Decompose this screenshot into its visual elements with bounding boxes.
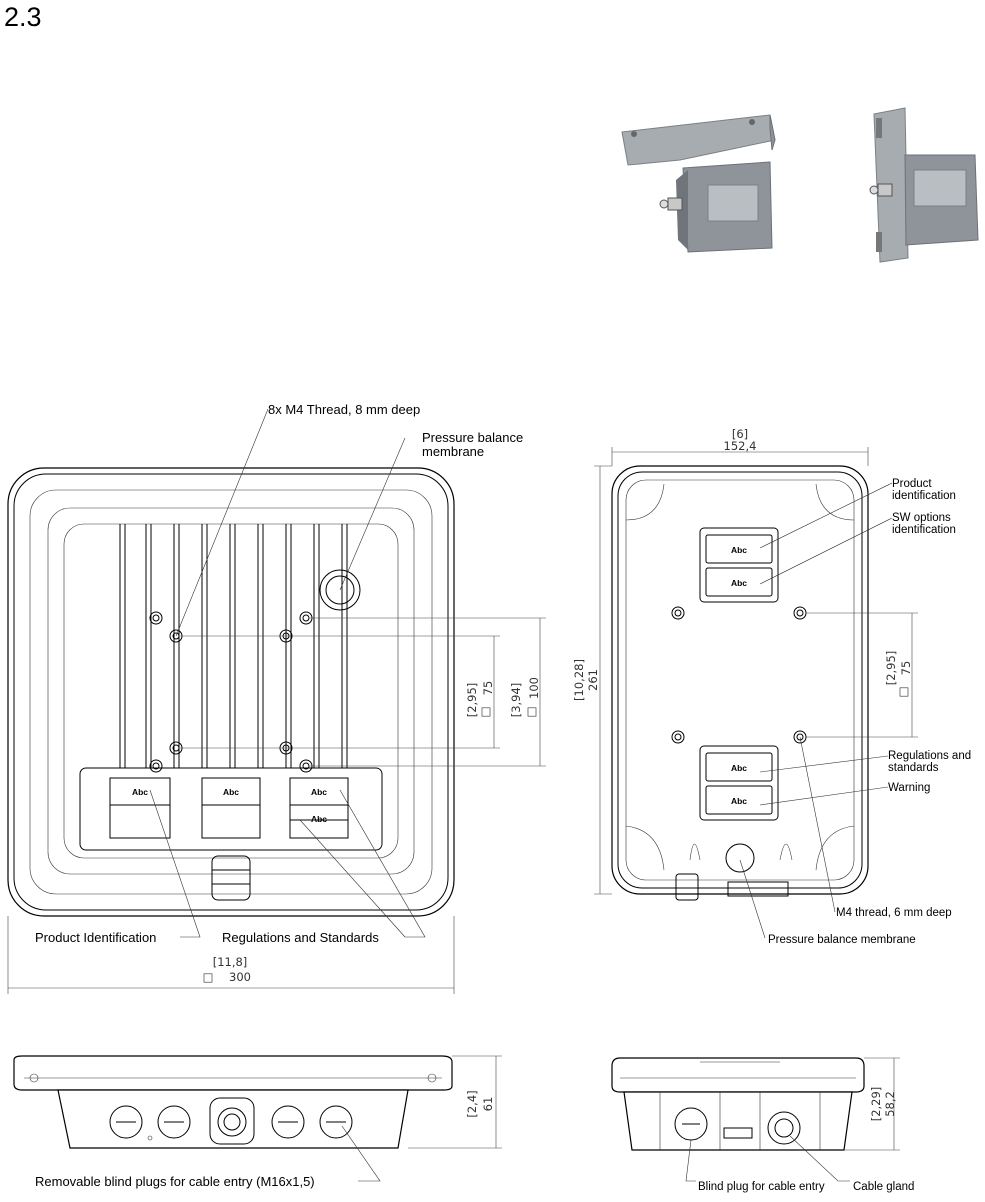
dim-bottom-height-in: [2,29] (869, 1087, 883, 1122)
plate-label: Abc (731, 796, 747, 806)
plate-label: Abc (731, 763, 747, 773)
callout-product-id-line1: Product (892, 478, 932, 490)
callout-blind-plug: Blind plug for cable entry (698, 1181, 825, 1193)
plate-label: Abc (731, 578, 747, 588)
dim-back-width-mm: 152,4 (724, 439, 757, 453)
dim-bottom-height-mm: 58,2 (883, 1091, 897, 1117)
section-number: 2.3 (4, 2, 42, 32)
callout-regulations-line1: Regulations and (888, 750, 971, 762)
callout-cable-gland: Cable gland (853, 1181, 914, 1193)
side-labels: Removable blind plugs for cable entry (M… (35, 1090, 495, 1189)
dim-square-symbol: □ (899, 684, 910, 698)
dim-side-height-in: [2,4] (465, 1090, 479, 1117)
dim-front-v1-in: [2,95] (465, 683, 479, 718)
plate-label: Abc (223, 787, 239, 797)
plate-label: Abc (311, 814, 327, 824)
dim-side-height-mm: 61 (481, 1097, 495, 1112)
bracket-photo-wall (621, 114, 776, 253)
plate-label: Abc (132, 787, 148, 797)
dim-back-spacing-mm: 75 (899, 661, 913, 676)
bottom-labels: Blind plug for cable entry Cable gland [… (698, 1087, 914, 1193)
dim-front-v2-in: [3,94] (509, 683, 523, 718)
callout-product-identification: Product Identification (35, 930, 156, 945)
dim-back-spacing-in: [2,95] (884, 651, 898, 686)
callout-membrane-line1: Pressure balance (422, 430, 523, 445)
callout-regulations: Regulations and Standards (222, 930, 379, 945)
dim-back-height-mm: 261 (586, 669, 600, 691)
dim-back-height-in: [10,28] (572, 659, 586, 701)
callout-sw-line2: identification (892, 524, 956, 536)
side-view (13, 1055, 502, 1182)
back-dimensions: [6] 152,4 [10,28] 261 [2,95] 75 □ (572, 427, 913, 701)
dim-square-symbol: □ (527, 704, 538, 718)
dim-square-symbol: □ (481, 704, 492, 718)
dim-front-width-in: [11,8] (213, 955, 248, 969)
front-callouts: 8x M4 Thread, 8 mm deep Pressure balance… (35, 402, 523, 945)
dim-back-width-in: [6] (732, 427, 748, 441)
callout-product-id-line2: identification (892, 490, 956, 502)
callout-warning: Warning (888, 782, 930, 794)
dim-front-width-mm: 300 (229, 970, 251, 984)
plate-label: Abc (311, 787, 327, 797)
back-view: Abc Abc Abc Abc (594, 447, 918, 939)
dim-front-v2-mm: 100 (527, 677, 541, 699)
callout-m4-thread: M4 thread, 6 mm deep (836, 907, 952, 919)
dim-square-symbol: □ (203, 970, 214, 984)
dim-front-v1-mm: 75 (481, 681, 495, 696)
bottom-view (611, 1057, 900, 1182)
front-view: Abc Abc Abc Abc (7, 408, 546, 994)
callout-sw-line1: SW options (892, 512, 951, 524)
callout-regulations-line2: standards (888, 762, 939, 774)
callout-blind-plugs: Removable blind plugs for cable entry (M… (35, 1174, 315, 1189)
front-dimensions: [2,95] 75 □ [3,94] 100 □ [11,8] □ 300 (203, 677, 541, 984)
callout-pressure-membrane: Pressure balance membrane (768, 934, 916, 946)
callout-membrane-line2: membrane (422, 444, 484, 459)
back-callouts: Product identification SW options identi… (768, 478, 971, 946)
callout-thread: 8x M4 Thread, 8 mm deep (268, 402, 420, 417)
bracket-photo-pole (869, 107, 979, 263)
plate-label: Abc (731, 545, 747, 555)
